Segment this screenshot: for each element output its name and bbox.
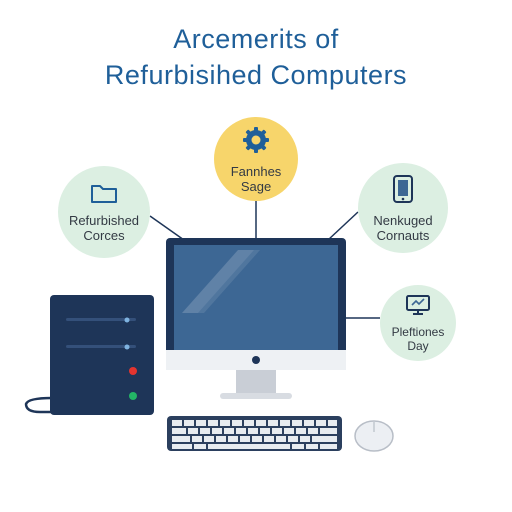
- tablet-icon: [392, 174, 414, 207]
- mouse: [354, 420, 394, 452]
- node-left-label-1: Refurbished: [68, 212, 140, 228]
- connector-right: [327, 211, 359, 241]
- node-right-label-2: Cornauts: [376, 227, 430, 243]
- tower-pc: [50, 295, 154, 415]
- title-line-2: Refurbisihed Computers: [104, 60, 408, 90]
- title-line-1: Arcemerits of: [173, 24, 339, 54]
- tower-light-red: [129, 367, 137, 375]
- gear-icon: [241, 125, 271, 158]
- node-top-label-2: Sage: [240, 178, 272, 194]
- node-top-label-1: Fannhes: [230, 163, 282, 179]
- node-right-label-1: Nenkuged: [373, 212, 433, 228]
- keyboard: [167, 416, 342, 451]
- node-br-label-2: Day: [407, 338, 429, 353]
- feature-node-right: Nenkuged Cornauts: [358, 163, 448, 253]
- feature-node-top: Fannhes Sage: [214, 117, 298, 201]
- monitor-power-button: [252, 356, 260, 364]
- node-br-label-1: Pleftiones: [391, 324, 445, 339]
- folder-icon: [90, 182, 118, 207]
- tower-cable: [24, 396, 53, 414]
- feature-node-bottom-right: Pleftiones Day: [380, 285, 456, 361]
- tower-light-green: [129, 392, 137, 400]
- feature-node-left: Refurbished Corces: [58, 166, 150, 258]
- connector-left: [149, 215, 185, 241]
- tower-light-blue-1: [124, 317, 130, 323]
- node-left-label-2: Corces: [83, 227, 125, 243]
- monitor: [166, 238, 346, 399]
- monitor-icon: [405, 294, 431, 319]
- tower-light-blue-2: [124, 344, 130, 350]
